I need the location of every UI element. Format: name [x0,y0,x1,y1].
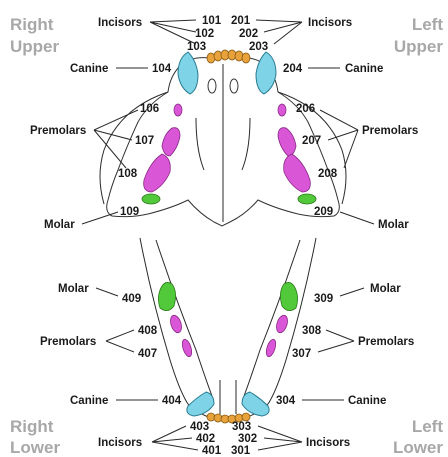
corner-right-lower-line2: Lower [10,438,60,457]
leader-molar-lr [96,288,118,296]
num-207: 207 [302,135,321,147]
num-109: 109 [120,206,139,218]
label-molar-lower-right: Molar [58,283,89,295]
num-108: 108 [118,168,138,180]
num-206: 206 [296,103,315,115]
tooth-209 [298,194,316,204]
leader-premolars-ul [320,110,358,168]
tooth-203 [242,53,250,63]
corner-left-upper-line1: Left [412,15,444,34]
num-408: 408 [138,325,158,337]
num-301: 301 [231,445,251,457]
num-307: 307 [292,348,311,360]
num-308: 308 [302,325,322,337]
corner-right-upper-line2: Upper [10,37,60,56]
num-101: 101 [202,15,222,27]
corner-left-lower-line1: Left [412,417,444,436]
num-309: 309 [314,293,333,305]
label-premolars-upper-right: Premolars [30,125,86,137]
num-204: 204 [283,63,303,75]
label-molar-upper-right: Molar [44,219,75,231]
num-209: 209 [314,206,333,218]
tooth-307 [264,338,277,358]
num-302: 302 [238,433,257,445]
palatal-fissure-left [230,79,238,93]
label-molar-upper-left: Molar [378,219,409,231]
tooth-106 [174,104,182,116]
leader-molar-ul [340,212,374,224]
num-103: 103 [187,41,206,53]
tooth-404 [187,392,214,416]
tooth-409 [158,282,175,310]
num-102: 102 [195,28,214,40]
num-407: 407 [138,348,157,360]
label-premolars-upper-left: Premolars [362,125,418,137]
num-404: 404 [162,395,182,407]
tooth-309 [280,282,297,310]
tooth-408 [168,314,183,334]
leader-molar-ur [82,212,118,224]
corner-right-upper-line1: Right [10,15,54,34]
palatal-fissure-right [208,79,216,93]
label-incisors-upper-right: Incisors [98,17,142,29]
num-401: 401 [202,445,222,457]
leader-molar-ll [340,288,364,296]
mandible-right-inner [156,240,212,396]
num-303: 303 [232,421,251,433]
corner-left-lower-line2: Lower [393,438,443,457]
mandible-left-inner [244,240,300,396]
tooth-109 [142,194,160,204]
tooth-304 [242,392,269,416]
label-canine-upper-left: Canine [345,63,383,75]
num-409: 409 [122,293,141,305]
tooth-308 [274,314,289,334]
num-304: 304 [276,395,296,407]
leader-incisors-ll [258,426,302,450]
corner-right-lower-line1: Right [10,417,54,436]
num-106: 106 [140,103,159,115]
tooth-206 [278,104,286,116]
label-canine-upper-right: Canine [70,63,108,75]
leader-premolars-lr [106,330,134,352]
corner-left-upper-line2: Upper [394,37,444,56]
label-molar-lower-left: Molar [370,283,401,295]
num-107: 107 [135,135,154,147]
label-incisors-upper-left: Incisors [308,17,352,29]
label-canine-lower-right: Canine [70,395,108,407]
leader-premolars-ll [318,330,354,352]
num-402: 402 [196,433,215,445]
num-208: 208 [318,168,338,180]
num-403: 403 [190,421,209,433]
num-203: 203 [249,41,268,53]
num-202: 202 [239,28,258,40]
label-premolars-lower-right: Premolars [40,336,96,348]
label-canine-lower-left: Canine [348,395,386,407]
num-104: 104 [152,63,172,75]
label-premolars-lower-left: Premolars [358,336,414,348]
tooth-303 [242,413,250,421]
label-incisors-lower-left: Incisors [306,437,350,449]
num-201: 201 [231,15,251,27]
tooth-407 [180,338,193,358]
label-incisors-lower-right: Incisors [98,437,142,449]
